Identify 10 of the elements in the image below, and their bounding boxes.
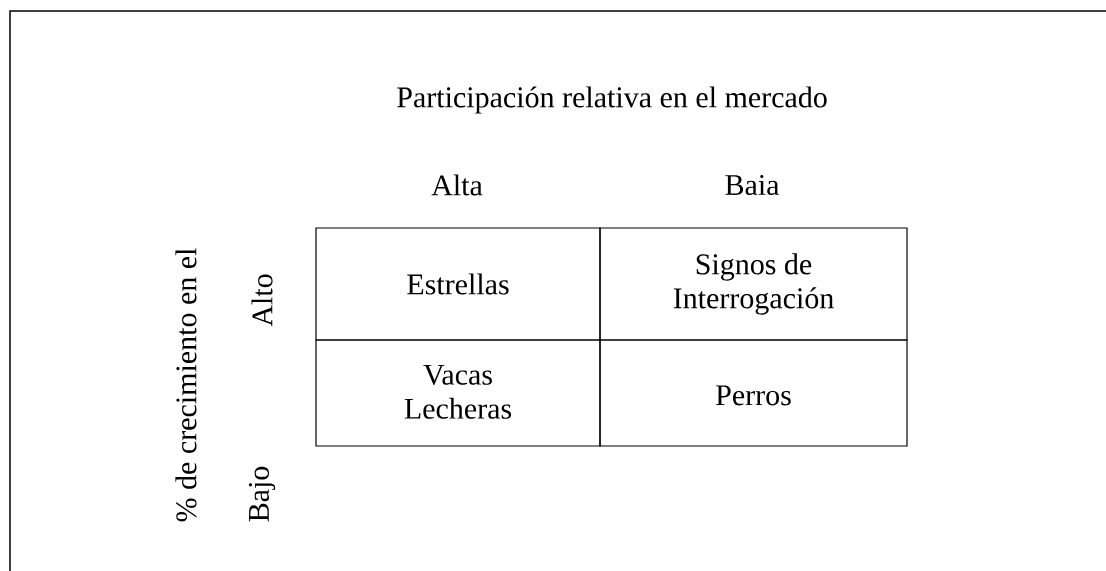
row-label: Bajo xyxy=(248,466,276,522)
column-label: Alta xyxy=(431,174,483,196)
matrix-cell: Perros xyxy=(599,339,908,447)
matrix-cell: Signos de Interrogación xyxy=(599,227,908,341)
matrix-cell: Vacas Lecheras xyxy=(315,339,601,447)
axis-title: Participación relativa en el mercado xyxy=(397,86,827,114)
axis-title: % de crecimiento en el xyxy=(175,248,197,522)
column-label: Baia xyxy=(725,174,780,196)
matrix-cell: Estrellas xyxy=(315,227,601,341)
row-label: Alto xyxy=(251,274,273,327)
